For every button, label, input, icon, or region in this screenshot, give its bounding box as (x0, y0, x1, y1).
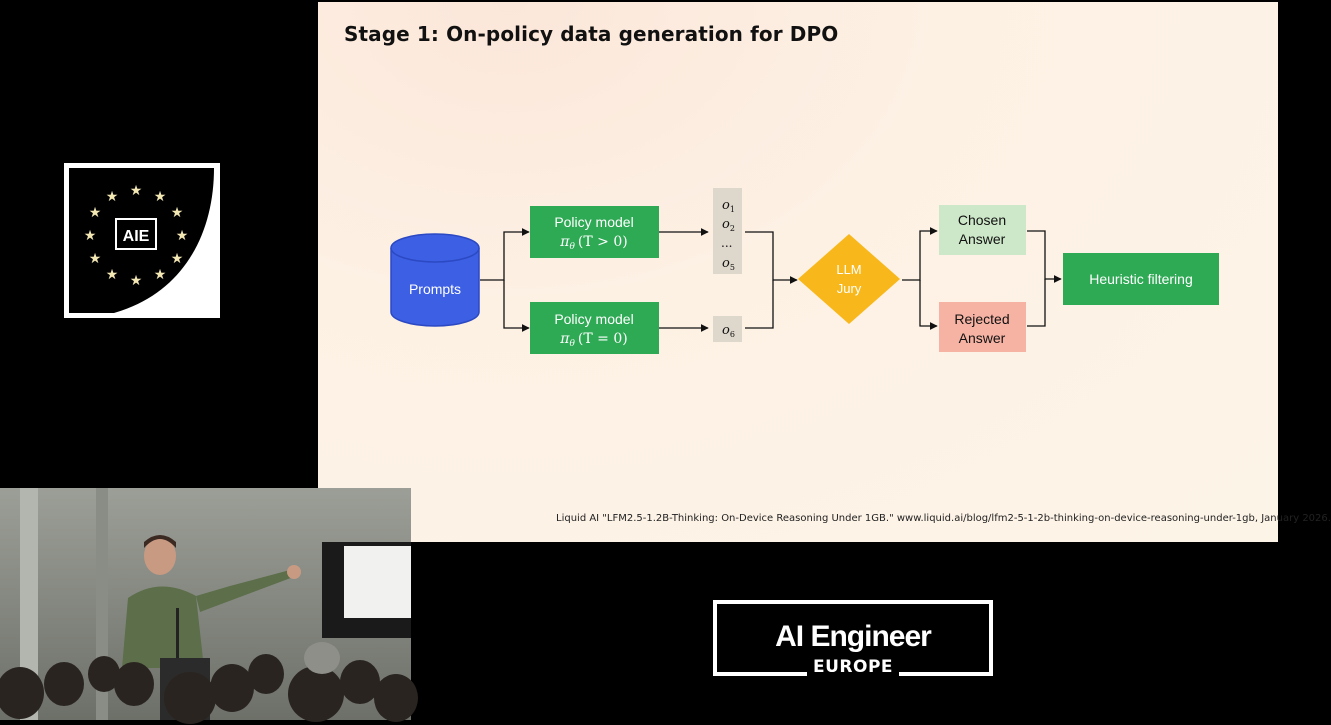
policy-model-1-label: Policy model (554, 214, 633, 230)
output-o6: o6 (722, 323, 735, 339)
svg-text:★: ★ (106, 267, 119, 283)
speaker-video (0, 488, 418, 724)
heuristic-filtering: Heuristic filtering (1063, 253, 1219, 305)
rejected-line2: Answer (959, 330, 1006, 346)
policy-model-2: Policy model πθ(T = 0) (530, 302, 659, 354)
svg-text:★: ★ (171, 205, 184, 221)
aie-logo: ★ ★ ★ ★ ★ ★ ★ ★ ★ ★ ★ ★ AIE (64, 163, 220, 318)
svg-text:★: ★ (130, 273, 143, 289)
speaker-video-frame (0, 488, 418, 724)
aie-logo-text: AIE (123, 228, 150, 245)
svg-text:★: ★ (89, 251, 102, 267)
rejected-line1: Rejected (954, 311, 1009, 327)
jury-line1: LLM (836, 262, 861, 277)
policy-model-2-formula: πθ(T = 0) (559, 331, 627, 349)
output-single: o6 (713, 316, 742, 342)
output-o2: o2 (722, 217, 735, 233)
svg-text:★: ★ (106, 189, 119, 205)
svg-text:★: ★ (130, 183, 143, 199)
chosen-line2: Answer (959, 231, 1006, 247)
svg-text:★: ★ (176, 228, 189, 244)
policy-model-1-formula: πθ(T > 0) (559, 234, 627, 252)
prompts-database: Prompts (390, 233, 480, 327)
outputs-stack: o1 o2 ... o5 (713, 188, 742, 274)
star-ring-icon: ★ ★ ★ ★ ★ ★ ★ ★ ★ ★ ★ ★ (84, 183, 189, 289)
output-o5: o5 (722, 256, 735, 272)
ai-engineer-europe-logo: AI Engineer EUROPE (713, 600, 993, 678)
jury-line2: Jury (837, 281, 862, 296)
policy-model-2-label: Policy model (554, 311, 633, 327)
chosen-line1: Chosen (958, 212, 1006, 228)
svg-text:★: ★ (154, 189, 167, 205)
heuristic-label: Heuristic filtering (1089, 271, 1192, 287)
pipeline-diagram: Prompts Policy model πθ(T > 0) Policy mo… (390, 188, 1219, 354)
prompts-label: Prompts (409, 281, 461, 297)
aie-logo-graphic: ★ ★ ★ ★ ★ ★ ★ ★ ★ ★ ★ ★ AIE (69, 168, 214, 313)
output-o1: o1 (722, 198, 735, 214)
svg-text:★: ★ (84, 228, 97, 244)
chosen-answer: Chosen Answer (939, 205, 1026, 255)
llm-jury: LLM Jury (798, 234, 900, 324)
connector-lines (480, 227, 1062, 332)
svg-text:★: ★ (171, 251, 184, 267)
slide: Stage 1: On-policy data generation for D… (318, 2, 1331, 542)
svg-text:★: ★ (89, 205, 102, 221)
svg-text:★: ★ (154, 267, 167, 283)
citation: Liquid AI "LFM2.5-1.2B-Thinking: On-Devi… (556, 513, 1331, 524)
policy-model-1: Policy model πθ(T > 0) (530, 206, 659, 258)
slide-title: Stage 1: On-policy data generation for D… (344, 22, 839, 46)
brand-name: AI Engineer (775, 620, 932, 653)
rejected-answer: Rejected Answer (939, 302, 1026, 352)
output-ellipsis: ... (721, 236, 732, 250)
brand-sub: EUROPE (807, 656, 899, 678)
